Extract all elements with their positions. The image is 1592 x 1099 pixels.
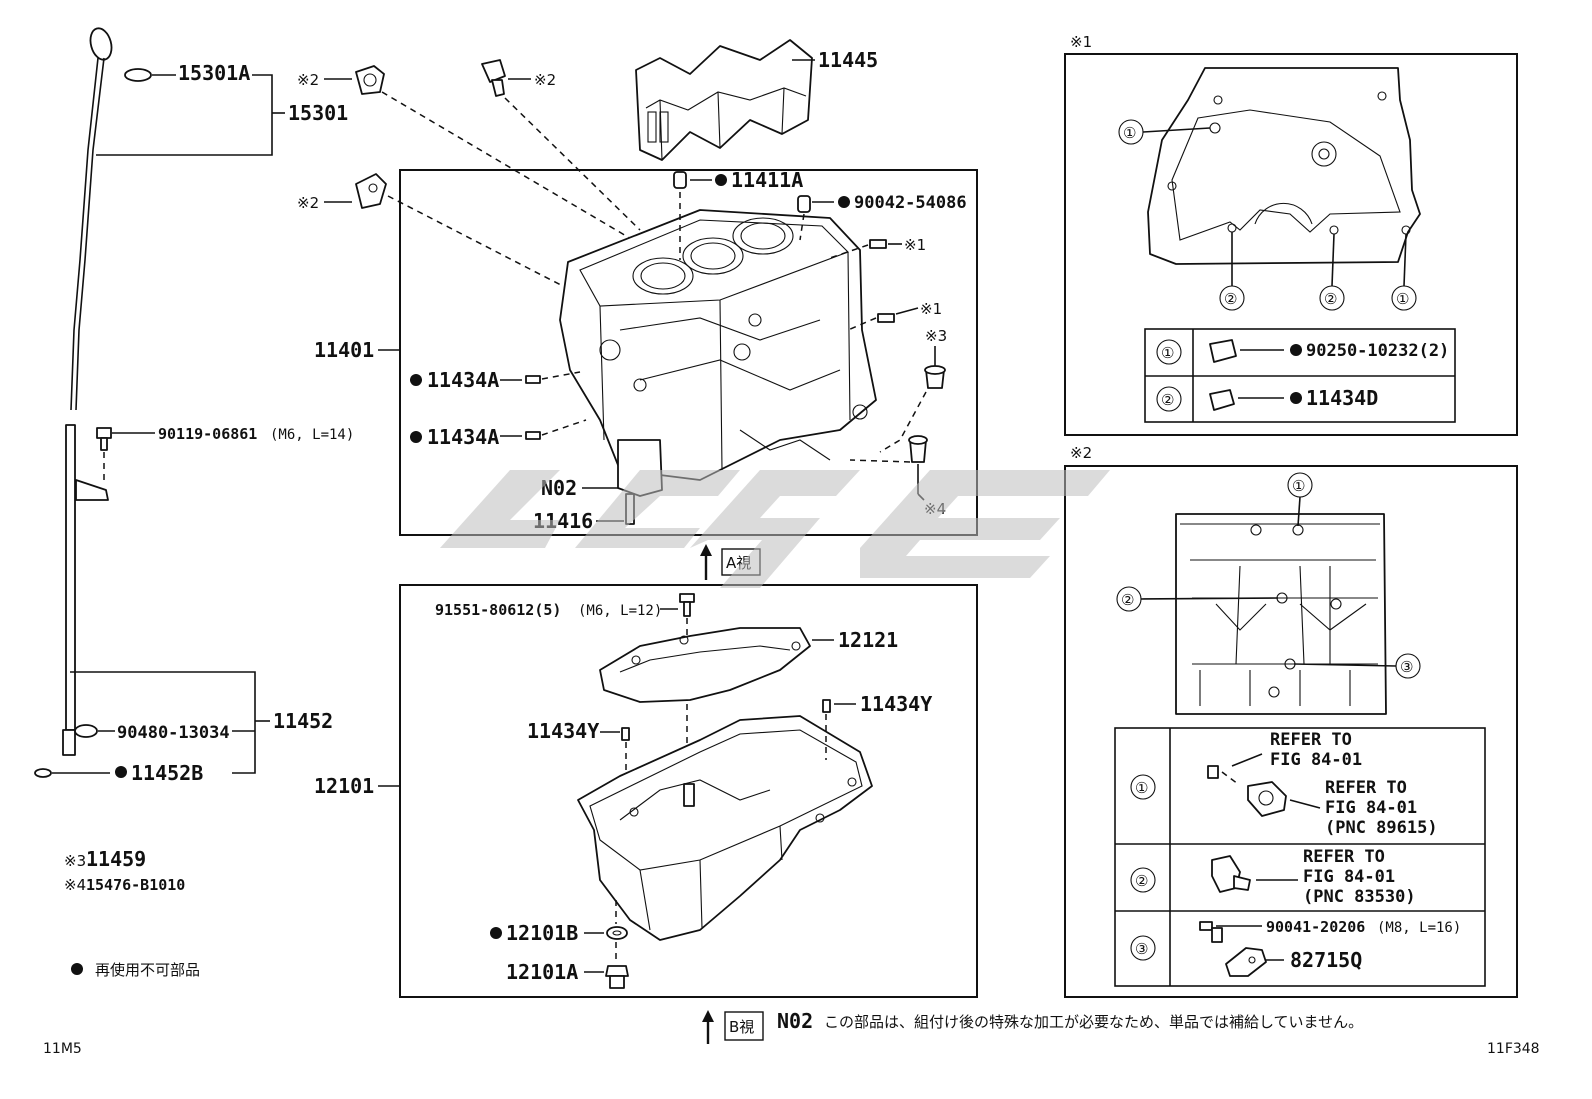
label-91551-80612: 91551-80612(5) [435, 601, 561, 619]
detail2-row1-ref-b3: (PNC 89615) [1325, 818, 1438, 838]
dipstick-assembly [34, 27, 152, 778]
ref1-a: ※1 [904, 236, 926, 254]
ref2-a: ※2 [297, 71, 319, 89]
label-90480-13034: 90480-13034 [117, 723, 230, 743]
label-15301: 15301 [288, 101, 348, 125]
view-b-label: B視 [729, 1018, 754, 1036]
n02-note-code: N02 [777, 1009, 813, 1033]
label-12101b: 12101B [506, 921, 578, 945]
detail1-row2-part: 11434D [1306, 386, 1378, 410]
label-90119-spec: (M6, L=14) [270, 427, 354, 443]
detail2-row3-bolt-spec: (M8, L=16) [1377, 920, 1461, 936]
detail2-frame [1064, 465, 1518, 998]
detail2-row3-bolt: 90041-20206 [1266, 918, 1365, 936]
label-11411a: 11411A [731, 168, 803, 192]
detail2-row1-ref-a2: FIG 84-01 [1270, 750, 1362, 770]
label-90042-54086: 90042-54086 [854, 193, 967, 213]
ref2-b: ※2 [534, 71, 556, 89]
detail2-row1-ref-b2: FIG 84-01 [1325, 798, 1417, 818]
label-90119-06861: 90119-06861 [158, 425, 257, 443]
oil-pan-frame [399, 584, 978, 998]
detail2-row3-part: 82715Q [1290, 948, 1362, 972]
detail1-callout-1b: ① [1396, 290, 1409, 308]
label-11401: 11401 [314, 338, 374, 362]
label-12101: 12101 [314, 774, 374, 798]
detail2-row2-ref3: (PNC 83530) [1303, 887, 1416, 907]
detail2-row3-key: ③ [1135, 940, 1148, 958]
label-11434y-1: 11434Y [527, 719, 599, 743]
detail2-row1-key: ① [1135, 779, 1148, 797]
oil-pan-12101 [577, 715, 873, 941]
detail2-row1-ref-a1: REFER TO [1270, 730, 1352, 750]
detail1-callout-2b: ② [1324, 290, 1337, 308]
label-12101a: 12101A [506, 960, 578, 984]
detail1-title: ※1 [1070, 33, 1092, 51]
page-code-left: 11M5 [43, 1041, 82, 1057]
label-11434a-1: 11434A [427, 368, 499, 392]
detail1-row1-key: ① [1161, 344, 1174, 362]
oil-baffle-12121 [599, 627, 811, 703]
ref2-c: ※2 [297, 194, 319, 212]
ref1-b: ※1 [920, 300, 942, 318]
label-11434y-2: 11434Y [860, 692, 932, 716]
ref3: ※3 [925, 327, 947, 345]
label-12121: 12121 [838, 628, 898, 652]
sensor-parts [355, 59, 506, 209]
detail2-title: ※2 [1070, 444, 1092, 462]
label-11445: 11445 [818, 48, 878, 72]
detail1-row1-part: 90250-10232(2) [1306, 341, 1449, 361]
detail1-frame [1064, 53, 1518, 436]
label-15301a: 15301A [178, 61, 250, 85]
detail1-row2-key: ② [1161, 391, 1174, 409]
detail1-block-rear-view [1147, 67, 1421, 265]
label-11452: 11452 [273, 709, 333, 733]
note3-mark: ※3 [64, 852, 86, 870]
detail2-row1-ref-b1: REFER TO [1325, 778, 1407, 798]
legend-dot-icon [71, 963, 83, 975]
note4-mark: ※4 [64, 876, 86, 894]
detail1-callout-2a: ② [1224, 290, 1237, 308]
note3-part: 11459 [86, 847, 146, 871]
label-11452b: 11452B [131, 761, 203, 785]
detail2-block-side-view [1175, 513, 1387, 715]
page-code-right: 11F348 [1487, 1041, 1540, 1057]
detail1-callout-1: ① [1123, 124, 1136, 142]
heat-insulator-11445 [635, 39, 813, 161]
note4-part: 15476-B1010 [86, 876, 185, 894]
label-11434a-2: 11434A [427, 425, 499, 449]
detail2-row2-ref1: REFER TO [1303, 847, 1385, 867]
watermark-logo [440, 470, 1110, 588]
detail2-row2-ref2: FIG 84-01 [1303, 867, 1395, 887]
n02-note-text: この部品は、組付け後の特殊な加工が必要なため、単品では補給していません。 [824, 1013, 1363, 1031]
legend-text: 再使用不可部品 [95, 961, 200, 979]
detail2-callout-3: ③ [1400, 658, 1413, 676]
detail2-table [1114, 727, 1486, 987]
non-reusable-marker [115, 766, 127, 778]
label-91551-spec: (M6, L=12) [578, 603, 662, 619]
cylinder-block-11401 [559, 209, 877, 481]
detail2-row2-key: ② [1135, 872, 1148, 890]
detail2-callout-1: ① [1292, 477, 1305, 495]
detail2-callout-2: ② [1121, 591, 1134, 609]
